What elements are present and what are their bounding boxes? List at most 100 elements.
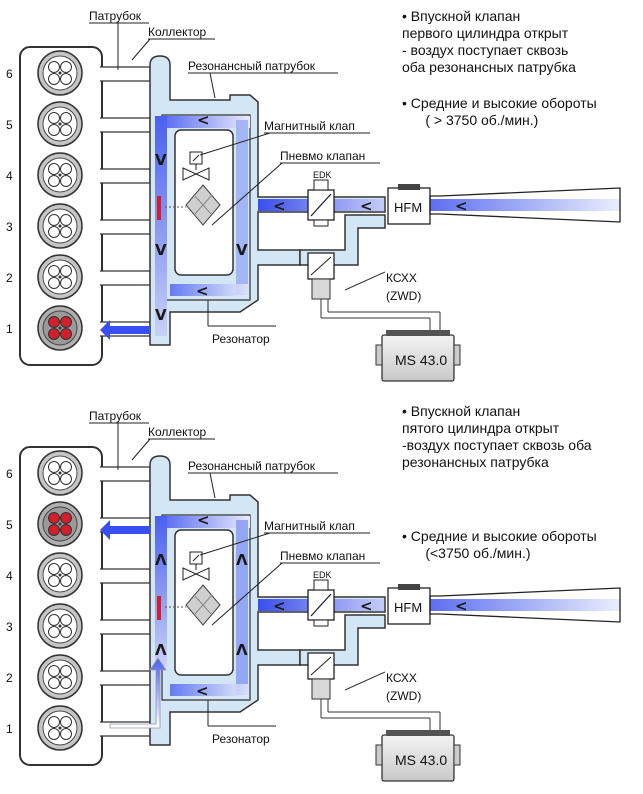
cylinder-3: 3: [6, 203, 83, 249]
flow-intake: [430, 599, 620, 611]
cylinder-3: 3: [6, 603, 83, 649]
arrow-bottom: <: [196, 682, 209, 700]
flow-top: [155, 116, 250, 128]
solenoid-valve-icon: [182, 551, 210, 581]
arrow-main-3: <: [455, 197, 468, 215]
label-patrubok: Патрубок: [89, 9, 142, 23]
arrow-bottom: <: [196, 282, 209, 300]
hfm-sensor: HFM: [387, 584, 621, 625]
note-text: Впускной клапан первого цилиндра открыт …: [402, 8, 576, 75]
flow-intake: [430, 199, 620, 211]
intake-runner: [100, 117, 151, 133]
arrow-main-3: <: [455, 597, 468, 615]
cylinder-number: 2: [6, 271, 13, 285]
hfm-label: HFM: [394, 600, 422, 615]
intake-horn: [429, 187, 621, 223]
cylinder-5: 5: [6, 501, 83, 547]
label-kollektor: Коллектор: [148, 25, 206, 39]
hfm-sensor: HFM: [387, 184, 621, 225]
arrow-main-1: <: [273, 597, 286, 615]
edk-label: EDK: [313, 170, 332, 180]
cylinder-2: 2: [6, 654, 83, 700]
cylinder-1: 1: [6, 705, 83, 751]
label-patrubok: Патрубок: [89, 409, 142, 423]
flow-left: [155, 516, 167, 666]
note-text: Средние и высокие обороты (<3750 об./мин…: [410, 528, 597, 561]
kcxx-label: КСХХ: [386, 671, 417, 685]
cylinder-number: 4: [6, 569, 13, 583]
intake-runner: [100, 66, 151, 82]
label-magn-klap: Магнитный клап: [264, 519, 355, 533]
note-d2-2: • Средние и высокие обороты (<3750 об./м…: [402, 528, 597, 561]
cylinder-number: 6: [6, 67, 13, 81]
flow-up-arrow: [109, 657, 167, 729]
intake-runner: [100, 619, 151, 635]
label-pnevmo-klap: Пневмо клапан: [280, 549, 365, 563]
note-text: Средние и высокие обороты ( > 3750 об./м…: [410, 95, 597, 128]
arrow-left-2: Λ: [155, 641, 167, 659]
pneumatic-valve-icon: [157, 584, 221, 626]
label-rezonator: Резонатор: [212, 732, 270, 746]
intake-horn: [429, 587, 621, 623]
note-text: Впускной клапан пятого цилиндра открыт -…: [402, 403, 592, 470]
label-pnevmo-klap: Пневмо клапан: [280, 149, 365, 163]
intake-runner: [100, 466, 151, 482]
kcxx-label: КСХХ: [386, 271, 417, 285]
arrow-top: <: [197, 111, 210, 129]
cylinder-number: 4: [6, 169, 13, 183]
arrow-left-2: V: [155, 241, 167, 259]
cylinder-6: 6: [6, 50, 83, 96]
flow-to-cylinder: [100, 320, 150, 340]
cylinder-number: 1: [6, 322, 13, 336]
arrow-right: V: [236, 241, 248, 259]
label-rezon-patrubok: Резонансный патрубок: [188, 459, 316, 473]
cylinder-number: 5: [6, 118, 13, 132]
arrow-right-1: Λ: [236, 551, 248, 569]
cylinder-number: 2: [6, 671, 13, 685]
zwd-label: (ZWD): [386, 689, 421, 703]
pneumatic-valve-icon: [157, 184, 221, 226]
cylinder-5: 5: [6, 101, 83, 147]
flow-to-cylinder: [100, 520, 150, 540]
edk-label: EDK: [313, 570, 332, 580]
cylinder-number: 5: [6, 518, 13, 532]
arrow-main-2: <: [360, 197, 373, 215]
hfm-label: HFM: [394, 200, 422, 215]
arrow-left-1: Λ: [155, 551, 167, 569]
cylinder-6: 6: [6, 450, 83, 496]
intake-runner: [100, 219, 151, 235]
flow-bottom: [170, 684, 248, 696]
intake-runner: [100, 270, 151, 286]
arrow-left-1: V: [155, 151, 167, 169]
intake-runner: [100, 670, 151, 686]
idle-valve-kcxx: КСХХ (ZWD): [307, 252, 441, 335]
cylinder-1: 1: [6, 305, 83, 351]
label-kollektor: Коллектор: [148, 425, 206, 439]
ms-label: MS 43.0: [395, 352, 447, 368]
solenoid-valve-icon: [182, 151, 210, 181]
intake-runner: [100, 168, 151, 184]
label-rezonator: Резонатор: [212, 332, 270, 346]
flow-left: [155, 116, 167, 336]
cylinder-number: 3: [6, 220, 13, 234]
arrow-left-3: V: [155, 306, 167, 324]
diagram-1: 6 5 4 3 2 1 < V V V V < < < <: [6, 9, 621, 382]
throttle-edk: EDK: [307, 170, 335, 227]
cylinder-number: 3: [6, 620, 13, 634]
note-d1-1: • Впускной клапан первого цилиндра откры…: [402, 8, 576, 75]
cylinder-4: 4: [6, 552, 83, 598]
flow-right: [236, 120, 248, 295]
arrow-main-1: <: [273, 197, 286, 215]
cylinder-4: 4: [6, 152, 83, 198]
flow-bottom: [170, 284, 248, 296]
intake-runner: [100, 568, 151, 584]
throttle-edk: EDK: [307, 570, 335, 627]
label-rezon-patrubok: Резонансный патрубок: [188, 59, 316, 73]
label-magn-klap: Магнитный клап: [264, 119, 355, 133]
flow-top: [155, 516, 250, 528]
ms-label: MS 43.0: [395, 752, 447, 768]
ecu-ms43: MS 43.0: [375, 330, 461, 382]
arrow-main-2: <: [360, 597, 373, 615]
